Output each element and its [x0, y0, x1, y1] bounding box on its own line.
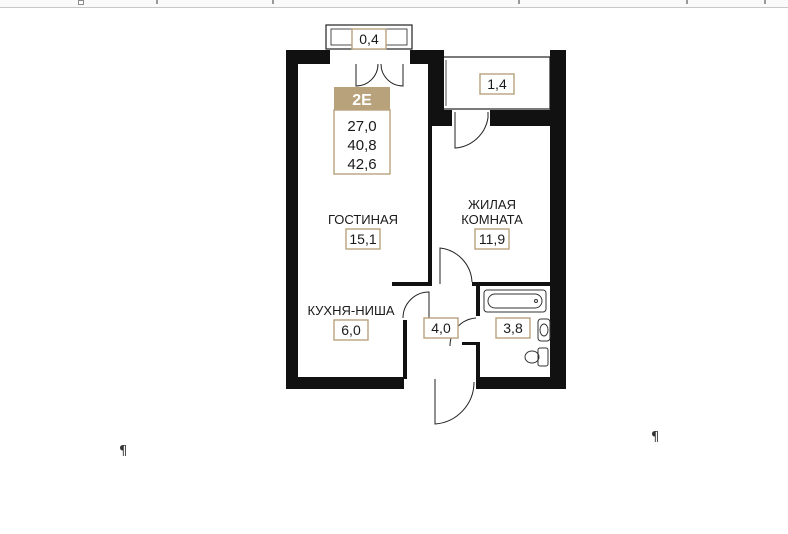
ruler-bar — [0, 0, 788, 8]
bathroom-area: 3,8 — [503, 320, 523, 336]
balcony-top-area: 0,4 — [359, 31, 379, 47]
balcony-right-area: 1,4 — [487, 76, 507, 92]
ruler-tick — [686, 0, 688, 4]
area-box-balcony-top — [351, 28, 387, 50]
living-area-value: 27,0 — [347, 118, 376, 135]
area-box-hallway — [423, 317, 459, 339]
area-box-balcony-right — [479, 73, 515, 95]
bathtub-icon — [483, 289, 547, 313]
paragraph-mark: ¶ — [651, 430, 660, 445]
sink-icon — [537, 318, 551, 342]
ruler-indent-handle[interactable] — [78, 0, 84, 5]
living-room-area: 15,1 — [349, 231, 376, 247]
area-box-living-room — [345, 228, 381, 250]
total-area-balcony-value: 42,6 — [347, 156, 376, 173]
bathroom-fixtures — [483, 289, 551, 367]
paragraph-mark: ¶ — [119, 444, 128, 459]
ruler-tick — [764, 0, 766, 4]
walls — [286, 50, 566, 389]
kitchen-niche-area: 6,0 — [341, 322, 361, 338]
living-room-label: ГОСТИНАЯ — [328, 212, 398, 227]
bedroom-label-line1: ЖИЛАЯ — [468, 197, 516, 212]
ruler-tick — [518, 0, 520, 4]
area-box-bathroom — [495, 317, 531, 339]
total-area-value: 40,8 — [347, 137, 376, 154]
ruler-tick — [156, 0, 158, 4]
bedroom-label-line2: КОМНАТА — [461, 212, 523, 227]
toilet-icon — [537, 347, 549, 367]
bedroom-area: 11,9 — [479, 231, 505, 247]
kitchen-niche-label: КУХНЯ-НИША — [307, 303, 394, 318]
apartment-type-label: 2E — [352, 92, 372, 109]
apartment-type-badge — [334, 87, 390, 110]
area-box-kitchen — [333, 319, 369, 341]
apartment-areas-box — [333, 109, 391, 175]
ruler-tick — [272, 0, 274, 4]
door-swings — [355, 63, 489, 425]
hallway-area: 4,0 — [431, 320, 451, 336]
area-box-bedroom — [474, 228, 510, 250]
